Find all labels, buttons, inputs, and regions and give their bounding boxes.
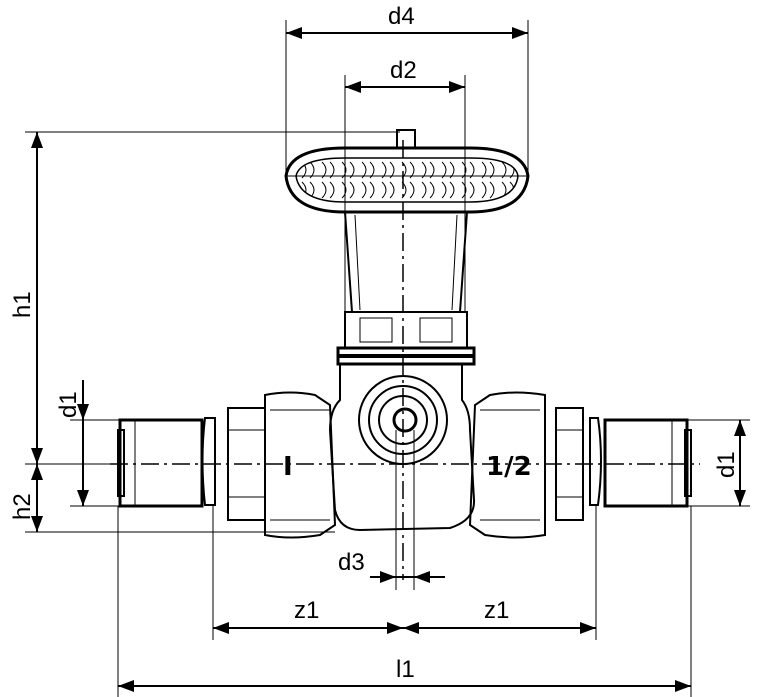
dim-label-z1-left: z1 bbox=[294, 597, 319, 624]
left-union-nut: I bbox=[201, 391, 337, 539]
valve-body: I 1/2 bbox=[117, 129, 692, 539]
dimension-z1-left: z1 bbox=[213, 597, 403, 634]
dim-label-d4: d4 bbox=[388, 3, 415, 30]
dimension-h1: h1 bbox=[9, 132, 43, 464]
dim-label-z1-right: z1 bbox=[484, 597, 509, 624]
dimension-d1-right: d1 bbox=[713, 420, 746, 506]
dimension-l1: l1 bbox=[118, 656, 691, 692]
dimension-h2: h2 bbox=[9, 464, 43, 532]
dimension-d3: d3 bbox=[338, 549, 445, 583]
dimension-z1-right: z1 bbox=[403, 597, 596, 634]
dimension-d1-left: d1 bbox=[55, 380, 89, 506]
dim-label-l1: l1 bbox=[396, 656, 415, 683]
dim-label-d3: d3 bbox=[338, 549, 365, 576]
bonnet-nut bbox=[336, 311, 476, 366]
dim-label-d1-left: d1 bbox=[55, 391, 82, 418]
handwheel bbox=[284, 129, 530, 214]
stem bbox=[344, 211, 468, 313]
dim-label-h1: h1 bbox=[9, 291, 36, 318]
left-union-marking: I bbox=[283, 452, 293, 482]
dim-label-h2: h2 bbox=[9, 493, 36, 520]
valve-housing bbox=[328, 363, 476, 532]
right-union-marking: 1/2 bbox=[486, 452, 532, 482]
right-press-fitting bbox=[603, 418, 692, 508]
dim-label-d1-right: d1 bbox=[713, 451, 740, 478]
dimension-d2: d2 bbox=[345, 57, 465, 93]
left-press-fitting bbox=[117, 418, 204, 508]
center-lines bbox=[110, 140, 700, 580]
right-union-nut: 1/2 bbox=[468, 391, 602, 539]
dim-label-d2: d2 bbox=[390, 57, 417, 84]
dimension-d4: d4 bbox=[286, 3, 528, 39]
